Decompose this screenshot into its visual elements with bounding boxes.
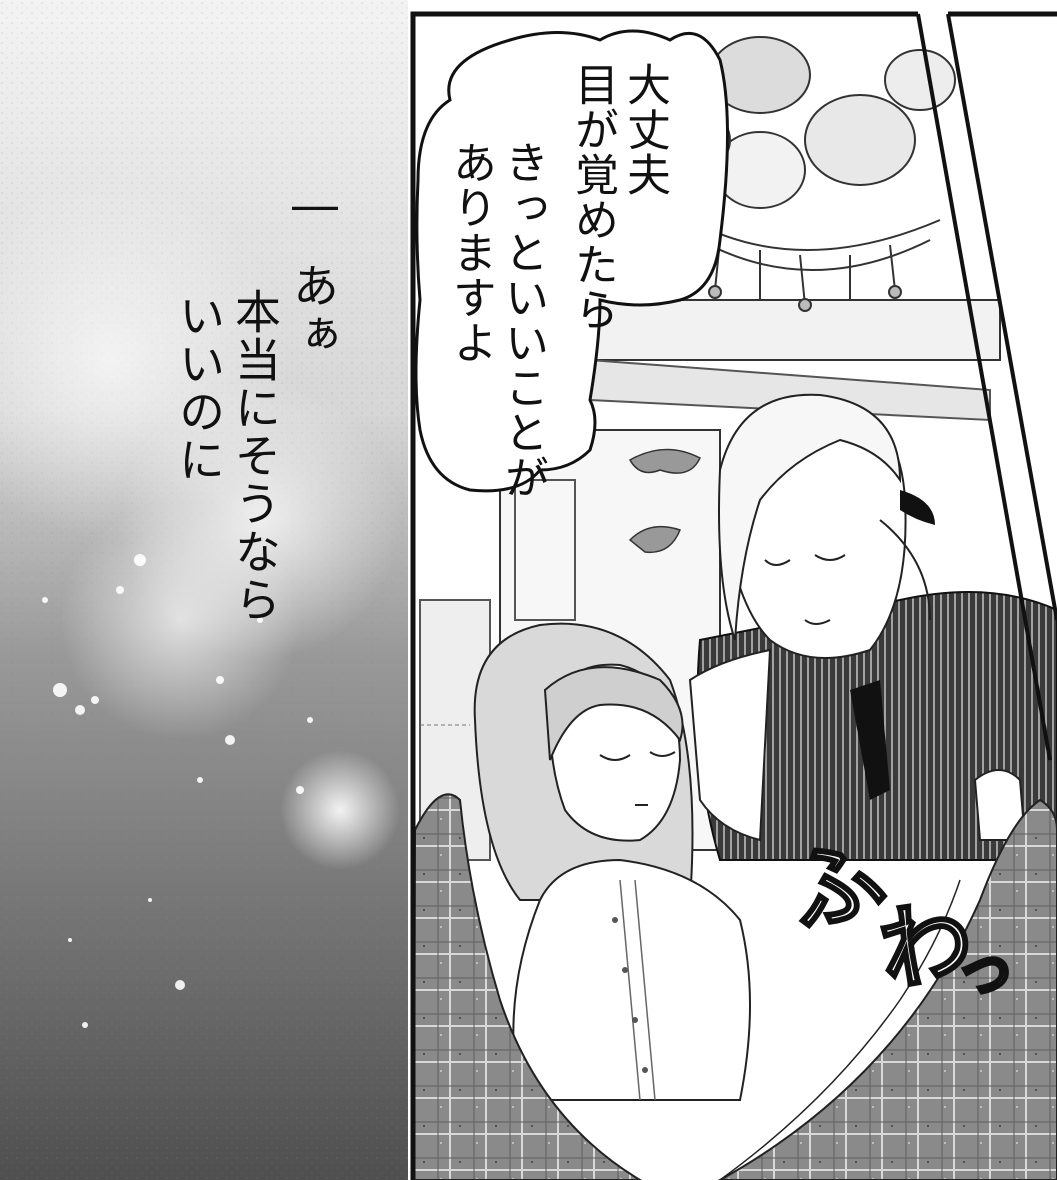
monologue-line-3: いいのに bbox=[172, 292, 226, 484]
plaid-blanket bbox=[412, 793, 1057, 1180]
speech-line-4: ありますよ bbox=[445, 140, 496, 365]
monologue-dash: ― bbox=[288, 178, 342, 226]
speech-bubble bbox=[414, 29, 729, 493]
monologue-line-1: あぁ bbox=[286, 262, 340, 358]
speech-line-3: きっといいことが bbox=[497, 140, 548, 500]
panel-borders bbox=[410, 11, 1057, 1180]
woman-figure bbox=[473, 622, 751, 1101]
speech-line-1: 大丈夫 bbox=[619, 62, 670, 197]
man-figure bbox=[688, 393, 1057, 861]
left-panel bbox=[0, 0, 408, 1180]
speech-line-2: 目が覚めたら bbox=[567, 62, 618, 332]
monologue-line-2: 本当にそうなら bbox=[228, 288, 282, 624]
sfx-char-3: っ bbox=[949, 930, 1021, 1011]
